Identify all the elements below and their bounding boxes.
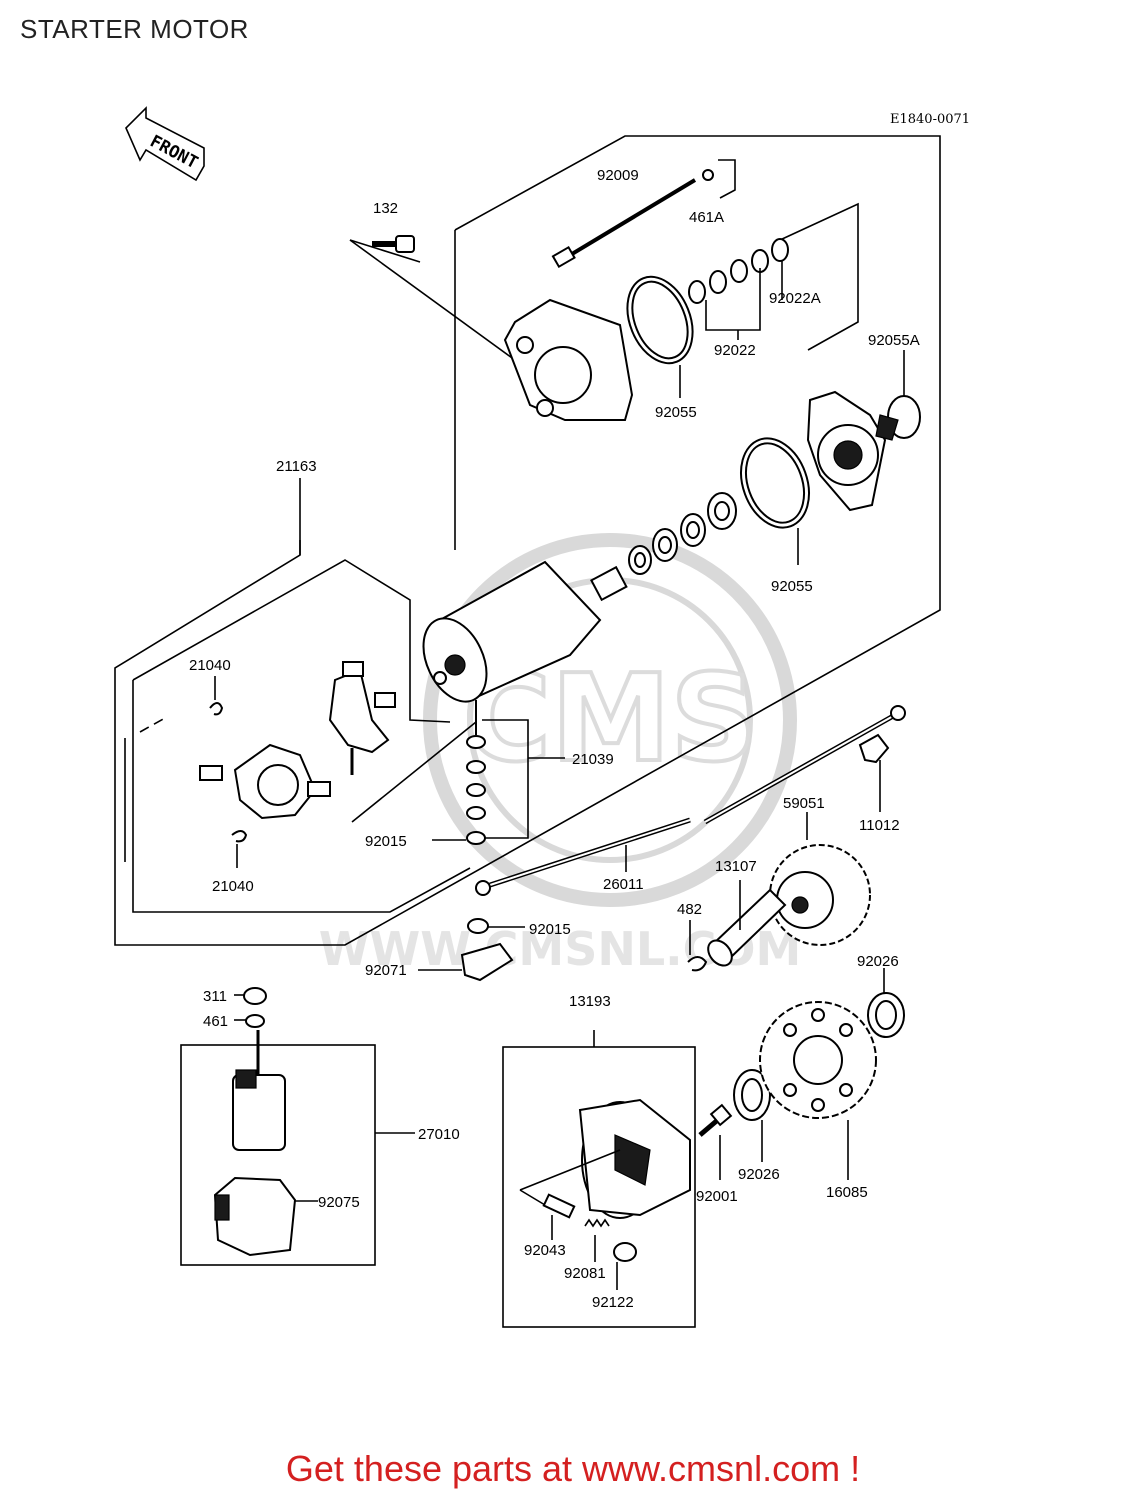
front-arrow-icon: FRONT bbox=[125, 106, 205, 182]
part-label-92055[interactable]: 92055 bbox=[771, 578, 813, 595]
relay-cover bbox=[213, 1176, 297, 1257]
part-label-92122[interactable]: 92122 bbox=[592, 1294, 634, 1311]
gear-59051 bbox=[769, 844, 871, 946]
part-label-92071[interactable]: 92071 bbox=[365, 962, 407, 979]
diagram-code: E1840-0071 bbox=[890, 112, 970, 127]
brush-holder bbox=[328, 661, 396, 775]
part-label-13193[interactable]: 13193 bbox=[569, 993, 611, 1010]
gear-16085 bbox=[759, 1001, 877, 1119]
part-label-461A[interactable]: 461A bbox=[689, 209, 724, 226]
part-label-92001[interactable]: 92001 bbox=[696, 1188, 738, 1205]
bolt-132 bbox=[372, 235, 415, 253]
part-label-92075[interactable]: 92075 bbox=[318, 1194, 360, 1211]
part-label-311[interactable]: 311 bbox=[203, 988, 227, 1005]
part-label-92015[interactable]: 92015 bbox=[365, 833, 407, 850]
part-label-11012[interactable]: 11012 bbox=[859, 817, 900, 834]
starter-clutch bbox=[578, 1098, 691, 1219]
part-label-92009[interactable]: 92009 bbox=[597, 167, 639, 184]
part-label-16085[interactable]: 16085 bbox=[826, 1184, 868, 1201]
part-label-21163[interactable]: 21163 bbox=[276, 458, 317, 475]
part-label-92043[interactable]: 92043 bbox=[524, 1242, 566, 1259]
part-label-21040[interactable]: 21040 bbox=[212, 878, 254, 895]
starter-relay bbox=[232, 1030, 286, 1151]
part-label-92026[interactable]: 92026 bbox=[738, 1166, 780, 1183]
brush-plate bbox=[199, 743, 331, 820]
part-label-27010[interactable]: 27010 bbox=[418, 1126, 460, 1143]
part-label-92081[interactable]: 92081 bbox=[564, 1265, 606, 1282]
part-label-26011[interactable]: 26011 bbox=[603, 876, 644, 893]
part-label-482[interactable]: 482 bbox=[677, 901, 702, 918]
bolt-92001 bbox=[698, 1103, 733, 1137]
part-label-92026[interactable]: 92026 bbox=[857, 953, 899, 970]
front-cover bbox=[806, 390, 899, 512]
part-label-13107[interactable]: 13107 bbox=[715, 858, 757, 875]
part-label-461[interactable]: 461 bbox=[203, 1013, 228, 1030]
part-labels: 92009 461A 132 92022A 92022 92055A 92055… bbox=[189, 167, 920, 1311]
terminal-stack bbox=[466, 700, 486, 845]
motor-body bbox=[422, 560, 628, 703]
part-label-92022[interactable]: 92022 bbox=[714, 342, 756, 359]
long-bolt-92009 bbox=[551, 178, 697, 269]
part-label-21040[interactable]: 21040 bbox=[189, 657, 231, 674]
end-cover bbox=[503, 298, 634, 421]
part-label-92055A[interactable]: 92055A bbox=[868, 332, 920, 349]
part-label-92022A[interactable]: 92022A bbox=[769, 290, 821, 307]
brush-assembly-outline bbox=[124, 559, 471, 913]
part-label-59051[interactable]: 59051 bbox=[783, 795, 825, 812]
assembly-outline-21163 bbox=[114, 135, 941, 946]
part-label-92015[interactable]: 92015 bbox=[529, 921, 571, 938]
page-title: STARTER MOTOR bbox=[20, 14, 249, 44]
shaft-13107 bbox=[707, 888, 787, 967]
part-label-132[interactable]: 132 bbox=[373, 200, 398, 217]
footer-link[interactable]: Get these parts at www.cmsnl.com ! bbox=[285, 1448, 861, 1489]
cable-26011 bbox=[475, 705, 906, 896]
part-label-21039[interactable]: 21039 bbox=[572, 751, 614, 768]
part-label-92055[interactable]: 92055 bbox=[655, 404, 697, 421]
